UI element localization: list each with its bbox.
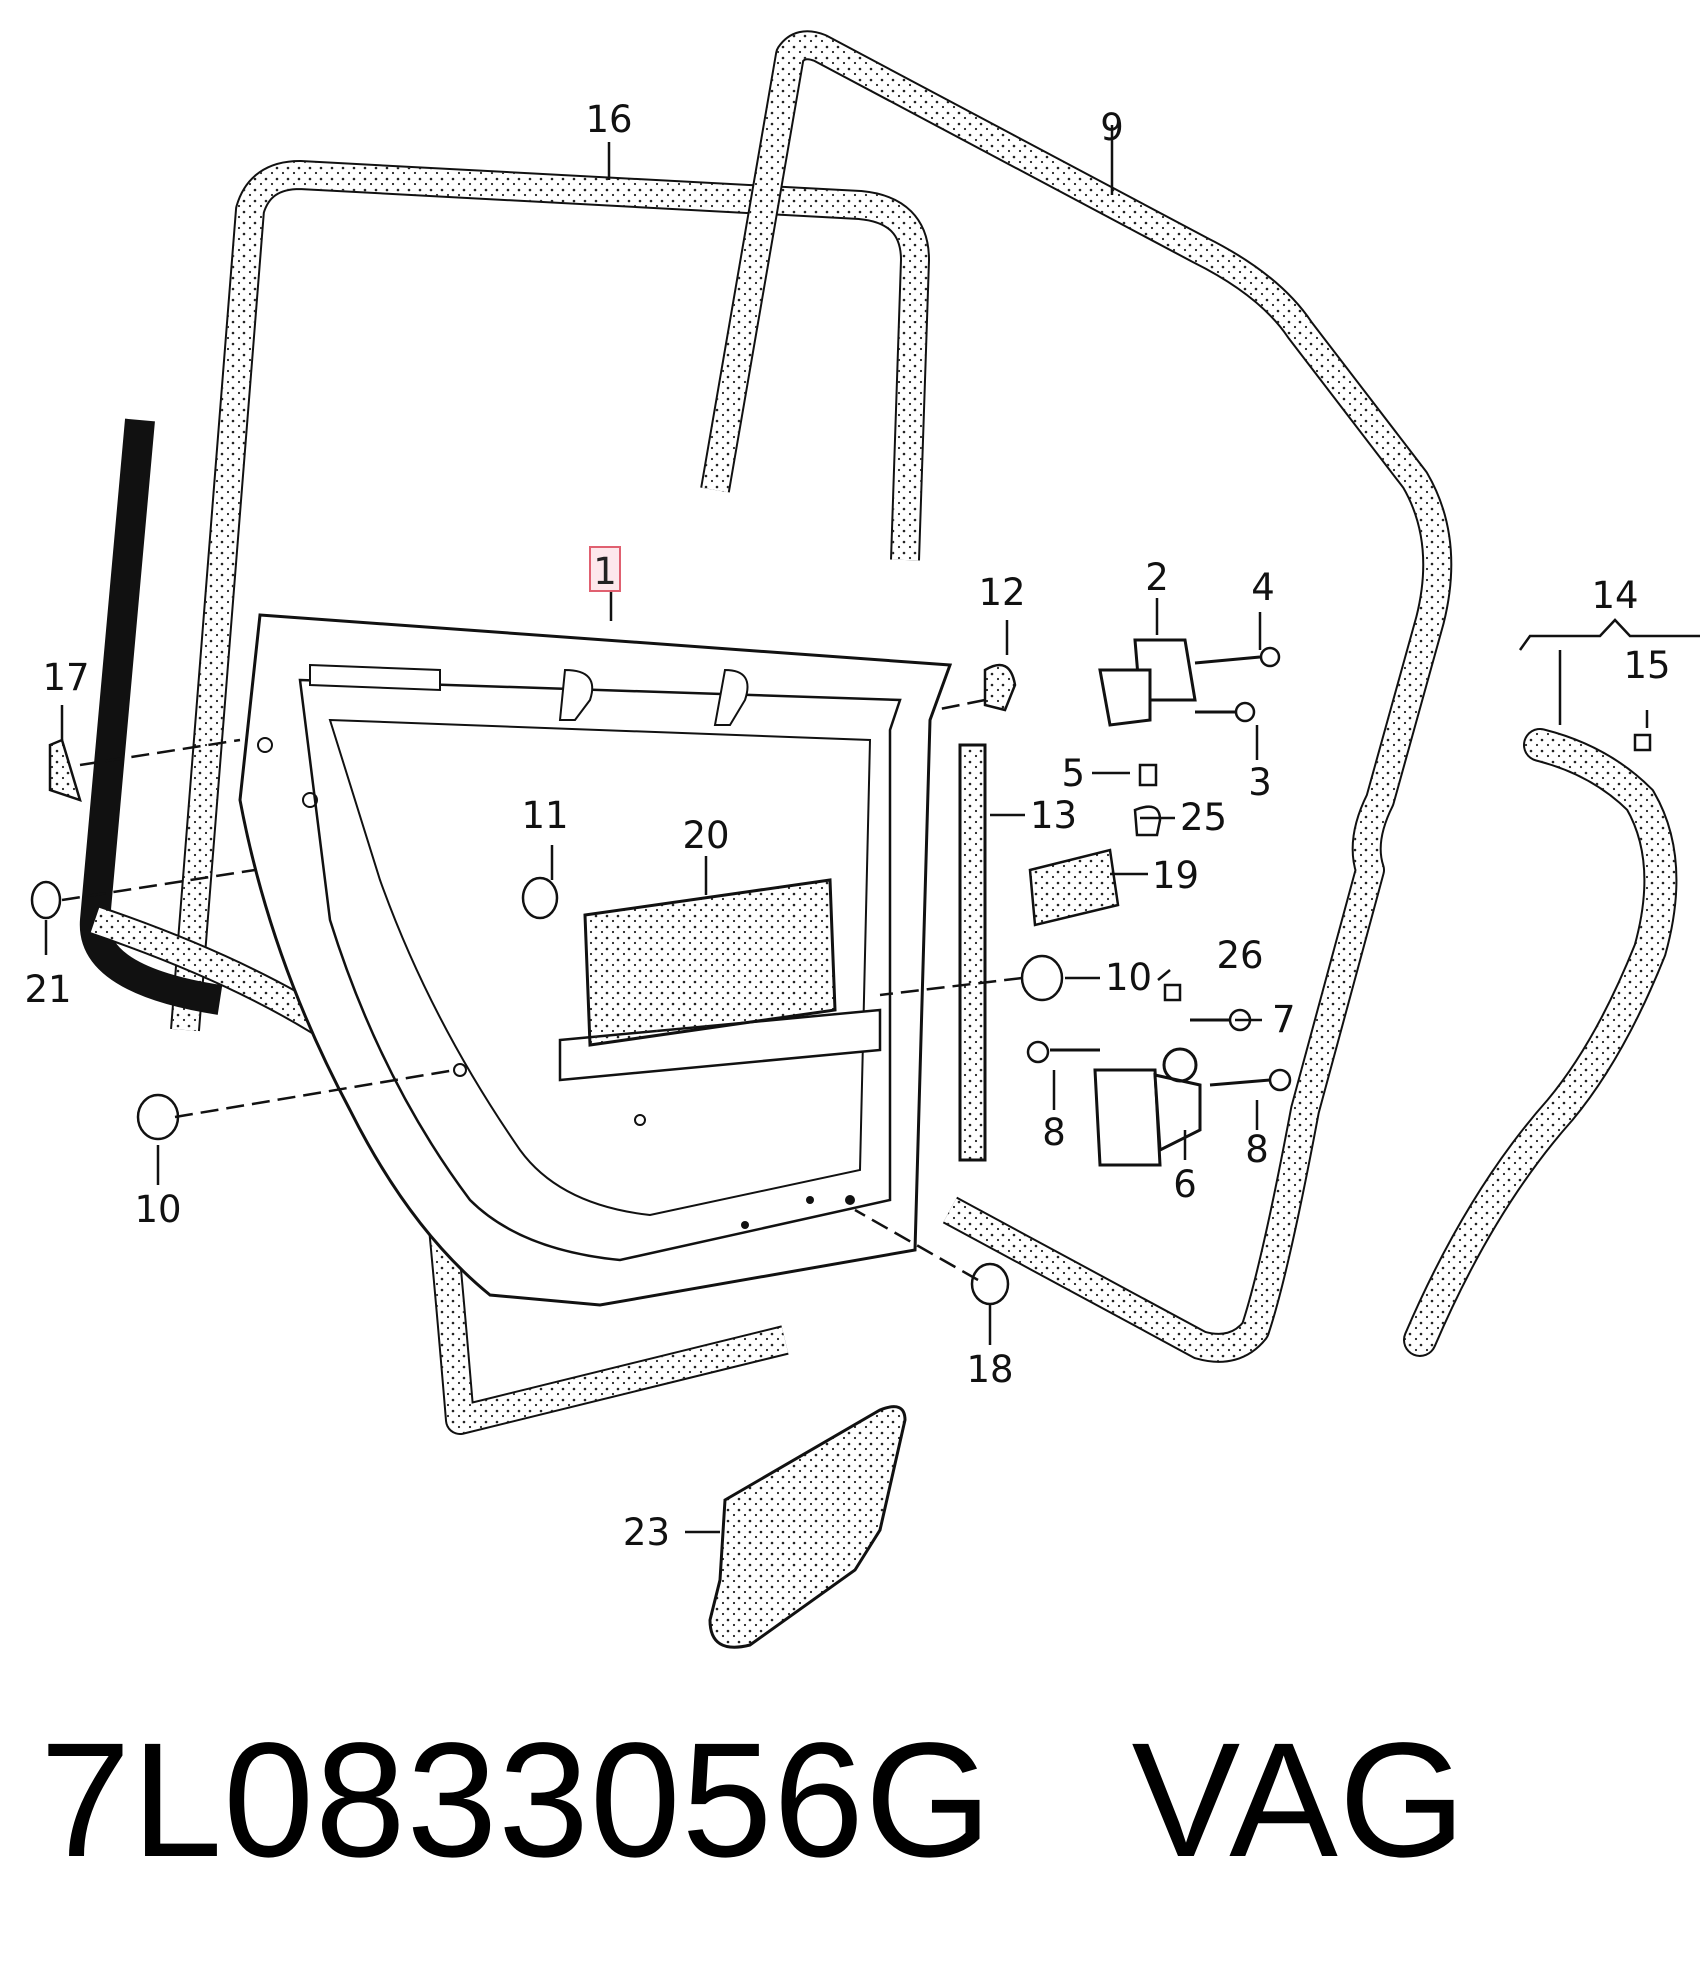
highlight-box-1 <box>589 546 621 592</box>
callout-7[interactable]: 7 <box>1272 998 1296 1041</box>
callout-6[interactable]: 6 <box>1173 1163 1197 1206</box>
callout-10-left[interactable]: 10 <box>134 1188 181 1231</box>
callout-20[interactable]: 20 <box>682 814 729 857</box>
callout-26[interactable]: 26 <box>1216 934 1263 977</box>
callout-21[interactable]: 21 <box>24 968 71 1011</box>
callout-3[interactable]: 3 <box>1248 761 1272 804</box>
callout-labels: 1 2 3 4 5 6 7 8 8 9 10 10 11 12 13 14 15… <box>24 98 1670 1554</box>
callout-8-left[interactable]: 8 <box>1042 1111 1066 1154</box>
callout-13[interactable]: 13 <box>1030 794 1077 837</box>
callout-12[interactable]: 12 <box>978 571 1025 614</box>
callout-18[interactable]: 18 <box>966 1348 1013 1391</box>
callout-17[interactable]: 17 <box>42 656 89 699</box>
callout-15[interactable]: 15 <box>1623 644 1670 687</box>
small-parts <box>30 663 1652 1306</box>
window-seal-16 <box>170 160 930 1032</box>
callout-25[interactable]: 25 <box>1180 796 1227 839</box>
trim-strip-13 <box>958 743 1025 1162</box>
insulation-pad-20 <box>583 878 837 1047</box>
callout-8-right[interactable]: 8 <box>1245 1128 1269 1171</box>
bracket-23 <box>708 1405 907 1649</box>
callout-10-right[interactable]: 10 <box>1105 956 1152 999</box>
callout-14[interactable]: 14 <box>1591 574 1638 617</box>
callout-9[interactable]: 9 <box>1100 106 1124 149</box>
hinge-lower <box>1026 1008 1292 1167</box>
body-seal-9 <box>700 30 1453 1363</box>
callout-19[interactable]: 19 <box>1152 854 1199 897</box>
callout-4[interactable]: 4 <box>1251 566 1275 609</box>
callout-11[interactable]: 11 <box>521 794 568 837</box>
leader-lines <box>44 125 1700 1534</box>
brand-name: VAG <box>1131 1708 1467 1891</box>
seal-14 <box>1403 728 1678 1357</box>
hinge-upper <box>1098 638 1281 727</box>
callout-23[interactable]: 23 <box>623 1511 670 1554</box>
callout-16[interactable]: 16 <box>585 98 632 141</box>
part-caption: 7L0833056G VAG <box>40 1700 1540 1900</box>
callout-1[interactable]: 1 <box>593 550 617 593</box>
part-number: 7L0833056G <box>40 1708 993 1891</box>
callout-5[interactable]: 5 <box>1061 752 1085 795</box>
callout-2[interactable]: 2 <box>1145 556 1169 599</box>
